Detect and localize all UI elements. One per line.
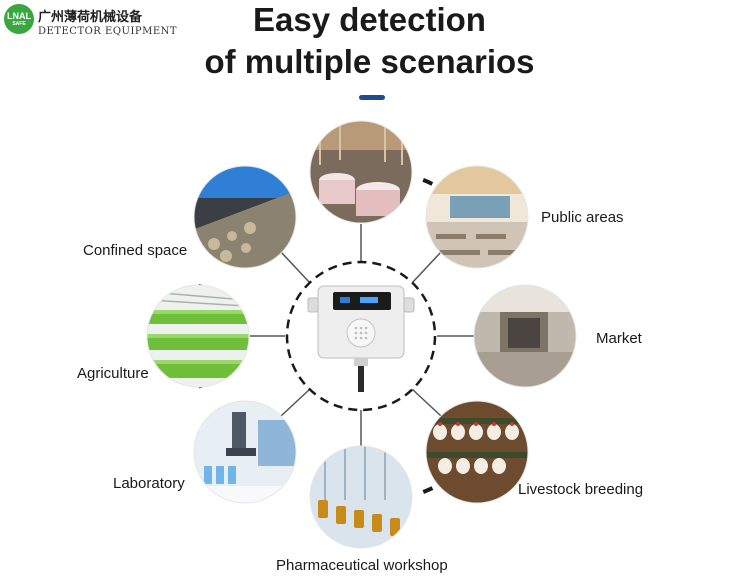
label-market: Market (596, 330, 642, 347)
label-agriculture: Agriculture (77, 365, 149, 382)
label-pharma: Pharmaceutical workshop (276, 557, 448, 574)
title-accent-bar (359, 95, 385, 100)
livestock-icon (426, 401, 528, 503)
label-confined-space: Confined space (83, 242, 188, 259)
logo-text: LNAL (7, 10, 31, 21)
confined-space-icon (194, 166, 296, 268)
page-title-line2: of multiple scenarios (204, 43, 535, 80)
page-title-line1: Easy detection (253, 1, 486, 38)
connector-lines (250, 224, 475, 446)
market-icon (474, 285, 576, 387)
brand-name-cn: 广州薄荷机械设备 (38, 10, 143, 25)
brand-name-en: DETECTOR EQUIPMENT (38, 26, 178, 37)
agriculture-icon (147, 285, 249, 387)
pharma-icon (310, 446, 412, 548)
industrial-plant-icon (310, 121, 412, 223)
logo-badge: LNAL SAFE (4, 4, 34, 34)
label-public-areas: Public areas (541, 209, 624, 226)
label-livestock: Livestock breeding (518, 481, 644, 498)
brand-logo: LNAL SAFE 广州薄荷机械设备 DETECTOR EQUIPMENT (4, 4, 177, 44)
sensor-device-icon (307, 285, 415, 392)
label-laboratory: Laboratory (113, 475, 185, 492)
logo-sub: SAFE (12, 20, 26, 27)
